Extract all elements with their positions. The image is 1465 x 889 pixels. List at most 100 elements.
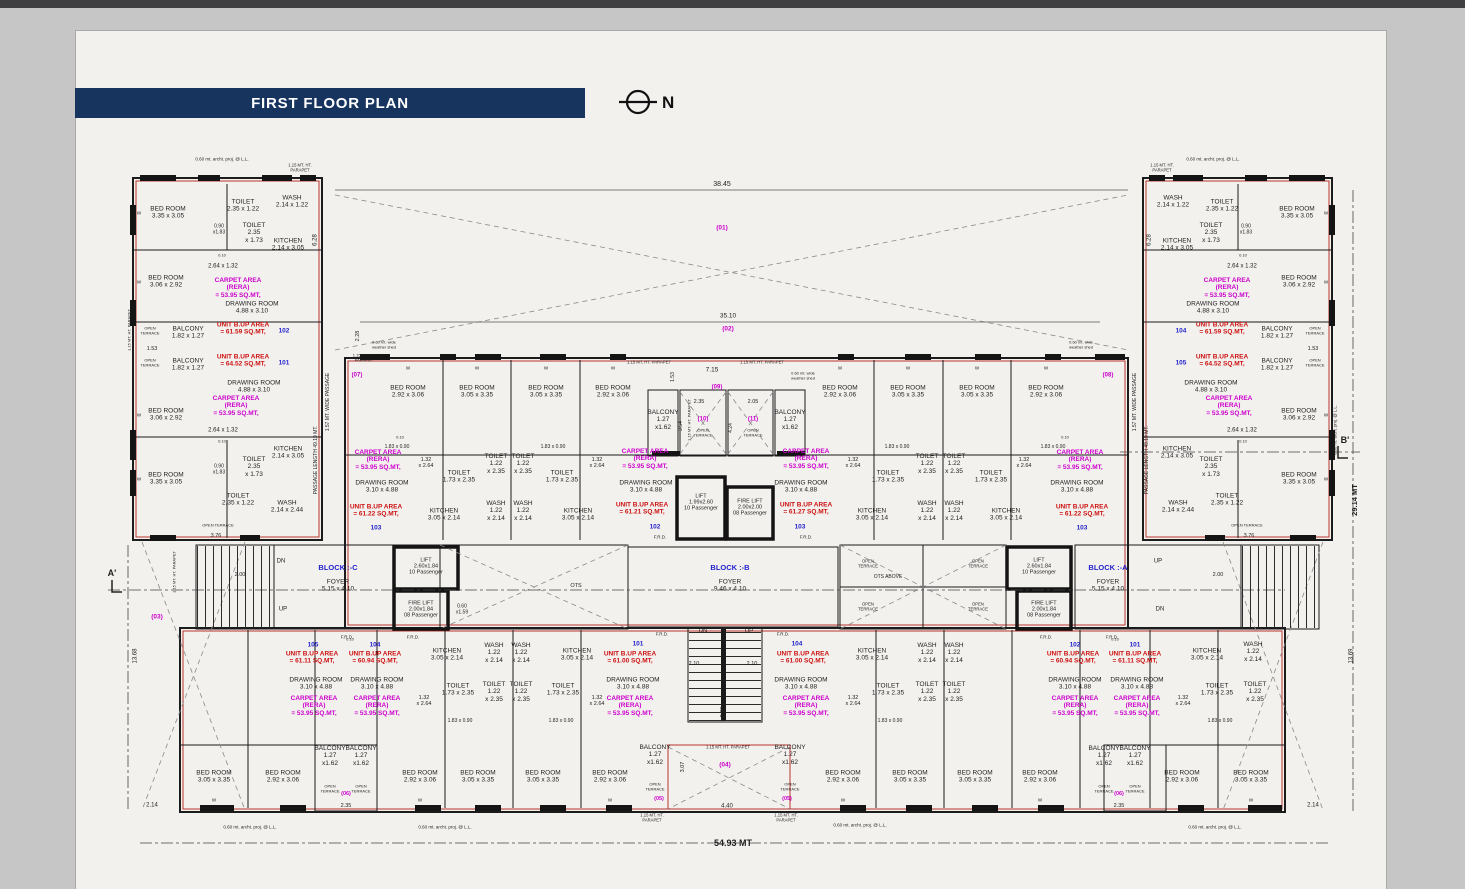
plan-label: CARPET AREA (RERA) = 53.95 SQ.MT, [782, 447, 830, 470]
plan-label: WASH 1.22 x 2.14 [486, 499, 506, 522]
plan-label: 2.28 [354, 330, 361, 342]
dimension-total-height: 29.14 MT [1349, 484, 1359, 516]
plan-label: WASH 2.14 x 2.44 [1161, 499, 1195, 514]
plan-label: DRAWING ROOM 3.10 x 4.88 [289, 676, 343, 691]
plan-label: TOILET 1.22 x 2.35 [509, 680, 533, 703]
plan-label: BED ROOM 3.05 x 3.35 [525, 769, 561, 784]
plan-label: TOILET 2.35 x 1.73 [242, 221, 266, 244]
plan-label: 2.35 [1113, 802, 1125, 809]
plan-label: TOILET 2.35 x 1.73 [242, 455, 266, 478]
plan-label: 35.10 [719, 312, 737, 320]
plan-label: OPEN TERRACE [320, 783, 340, 793]
plan-label: FOYER 5.15 x 4.10 [321, 578, 355, 593]
plan-label: 0.60 mt. archt. proj. @ L.L. [1186, 156, 1240, 162]
plan-label: W [405, 365, 411, 371]
plan-label: TOILET 1.22 x 2.35 [482, 680, 506, 703]
plan-label: DN [698, 628, 708, 635]
plan-label: CARPET AREA (RERA) = 53.95 SQ.MT, [621, 447, 669, 470]
plan-label: (02) [722, 325, 734, 333]
plan-label: BALCONY 1.27 x1.62 [345, 744, 377, 767]
plan-label: WASH 1.22 x 2.14 [1243, 640, 1263, 663]
plan-label: UNIT B.UP AREA = 64.52 SQ.MT, [216, 353, 270, 368]
page-top-strip [0, 0, 1465, 8]
plan-label: 103 [794, 523, 806, 531]
plan-label: KITCHEN 3.05 x 2.14 [855, 507, 889, 522]
plan-label: TOILET 1.73 x 2.35 [871, 469, 905, 484]
plan-label: BALCONY 1.82 x 1.27 [1260, 325, 1294, 340]
plan-label: (07) [351, 372, 363, 379]
plan-label: 102 [1069, 641, 1081, 649]
plan-label: BED ROOM 3.05 x 3.35 [528, 384, 564, 399]
plan-label: TOILET 1.73 x 2.35 [1200, 682, 1234, 697]
plan-label: TOILET 2.35 x 1.22 [226, 198, 260, 213]
plan-label: 6.28 [312, 234, 319, 246]
plan-label: (06) [1114, 790, 1124, 797]
plan-label: BED ROOM 2.92 x 3.06 [1022, 769, 1058, 784]
plan-label: KITCHEN 2.14 x 3.05 [271, 237, 305, 252]
block-a-label: BLOCK :-A [1088, 562, 1128, 572]
plan-label: 13.69 [1348, 648, 1355, 664]
plan-label: BED ROOM 3.35 x 3.05 [150, 205, 186, 220]
plan-label: TOILET 1.73 x 2.35 [441, 682, 475, 697]
plan-label: KITCHEN 3.05 x 2.14 [561, 507, 595, 522]
plan-label: WASH 1.22 x 2.14 [917, 641, 937, 664]
plan-label: DRAWING ROOM 3.10 x 4.88 [1048, 676, 1102, 691]
plan-label: 4.24 [728, 423, 735, 433]
plan-label: OPEN TERRACE [351, 783, 371, 793]
plan-label: OPEN TERRACE [645, 781, 665, 791]
plan-label: TOILET 2.35 x 1.22 [1205, 198, 1239, 213]
plan-label: TOILET 2.35 x 1.22 [1210, 492, 1244, 507]
plan-label: 0.60 mt. archt. proj. @ L.L. [195, 156, 249, 162]
plan-label: KITCHEN 3.05 x 2.14 [430, 647, 464, 662]
plan-label: BED ROOM 3.35 x 3.05 [1281, 471, 1317, 486]
plan-label: 2.14 [1307, 802, 1319, 809]
plan-label: F.R.D. [655, 631, 669, 637]
plan-label: FIRE LIFT 2.00x2.00 08 Passenger [733, 498, 767, 518]
plan-label: BED ROOM 2.92 x 3.06 [1164, 769, 1200, 784]
plan-label: 1.83 x 0.90 [1040, 444, 1066, 451]
plan-label: 103 [1076, 524, 1088, 532]
staircase-block-a [1242, 546, 1318, 628]
plan-label: BED ROOM 3.05 x 3.35 [1233, 769, 1269, 784]
plan-label: LIFT 1.99x2.60 10 Passenger [684, 493, 718, 513]
plan-label: 3.07 [679, 761, 686, 773]
plan-label: FIRE LIFT 2.00x1.84 08 Passenger [1027, 600, 1061, 620]
plan-label: KITCHEN 3.05 x 2.14 [560, 647, 594, 662]
plan-label: OPEN TERRACE [1305, 357, 1325, 367]
plan-label: UNIT B.UP AREA = 60.94 SQ.MT, [1046, 650, 1100, 665]
plan-label: 0.10 [1239, 252, 1247, 258]
plan-label: DRAWING ROOM 3.10 x 4.88 [619, 479, 673, 494]
plan-label: FOYER 9.46 x 4.10 [713, 578, 747, 593]
plan-label: 2.10 [688, 660, 700, 667]
block-c-label: BLOCK :-C [318, 562, 358, 572]
plan-label: 0.60 mt. archt. proj. @ L.L. [1188, 824, 1242, 830]
plan-label: 101 [1129, 641, 1141, 649]
plan-label: W [211, 797, 217, 803]
plan-label: BED ROOM 3.05 x 3.35 [957, 769, 993, 784]
plan-label: W [136, 210, 142, 216]
plan-label: DRAWING ROOM 3.10 x 4.88 [355, 479, 409, 494]
plan-label: UP [1153, 558, 1163, 565]
plan-label: (05) [782, 795, 792, 802]
plan-label: BALCONY 1.82 x 1.27 [171, 357, 205, 372]
plan-label: 2.35 [693, 398, 705, 405]
plan-label: 1.15 MT. HT. PARAPET [740, 359, 784, 365]
plan-label: UNIT B.UP AREA = 60.94 SQ.MT, [348, 650, 402, 665]
plan-label: CARPET AREA (RERA) = 53.95 SQ.MT, [1056, 448, 1104, 471]
plan-label: 1.53 [670, 372, 677, 382]
plan-label: W [136, 412, 142, 418]
plan-label: UNIT B.UP AREA = 61.27 SQ.MT, [779, 501, 833, 516]
plan-label: WASH 2.14 x 1.22 [275, 194, 309, 209]
plan-label: 0.90 x1.83 [212, 463, 226, 475]
section-marker-a: A' [107, 567, 117, 578]
plan-label: 1.32 x 2.64 [1175, 694, 1191, 707]
plan-label: FOYER 5.15 x 4.10 [1091, 578, 1125, 593]
plan-label: BALCONY 1.27 x1.62 [774, 743, 806, 766]
plan-label: BED ROOM 2.92 x 3.06 [825, 769, 861, 784]
plan-label: 7.15 [705, 366, 719, 374]
plan-label: DRAWING ROOM 3.10 x 4.88 [1110, 676, 1164, 691]
plan-label: BED ROOM 3.05 x 3.35 [459, 384, 495, 399]
plan-label: 1.15 MT. HT. PARAPET [627, 359, 671, 365]
north-icon [619, 89, 657, 115]
staircase-block-c [197, 546, 273, 628]
